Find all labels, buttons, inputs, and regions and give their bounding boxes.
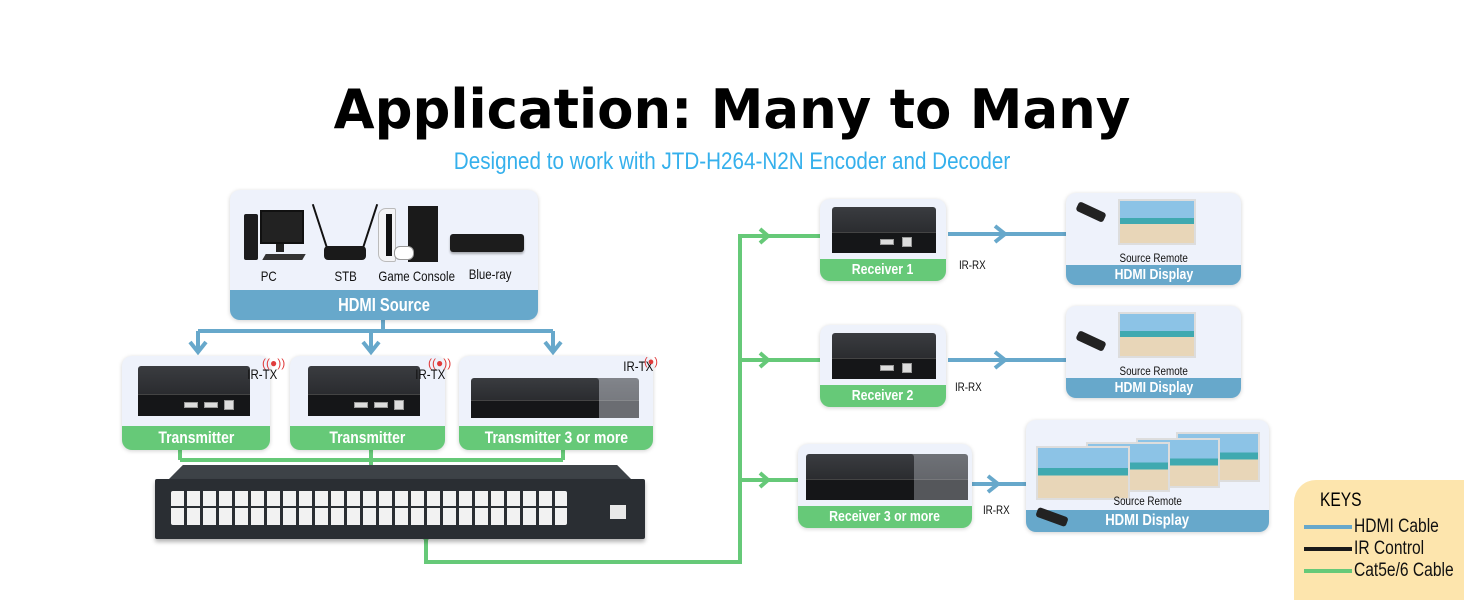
transmitter-card-2: Transmitter (290, 356, 445, 450)
hdmi-cable-swatch (1304, 525, 1352, 529)
transmitter-label: Transmitter (122, 426, 270, 450)
decoder-device-icon (854, 454, 914, 500)
keys-title: KEYS (1320, 490, 1362, 511)
hdmi-source-label: HDMI Source (230, 290, 538, 320)
receiver-label: Receiver 2 (820, 385, 946, 407)
decoder-device-icon (832, 207, 936, 253)
transmitter-label: Transmitter 3 or more (459, 426, 653, 450)
keys-legend: KEYS HDMI Cable IR Control Cat5e/6 Cable (1294, 480, 1464, 600)
tv-screen-icon (1118, 312, 1196, 358)
bluray-player-icon (450, 234, 524, 252)
source-remote-label: Source Remote (1119, 251, 1188, 265)
hdmi-source-card: PC STB Game Console Blue-ray HDMI Source (230, 190, 538, 320)
receiver-label: Receiver 1 (820, 259, 946, 281)
encoder-device-icon (471, 378, 565, 418)
ir-tx-label: IR-TX (415, 366, 446, 382)
display-card-3: Source Remote HDMI Display (1026, 420, 1269, 532)
tv-screen-icon (1118, 199, 1196, 245)
ir-rx-label: IR-RX (954, 380, 982, 394)
remote-icon (1075, 330, 1107, 352)
network-switch-icon (155, 465, 645, 541)
decoder-device-icon (832, 333, 936, 379)
key-ir-control: IR Control (1304, 538, 1464, 560)
hdmi-cable-rx-to-display (948, 224, 1066, 494)
hdmi-arrow-tx2 (361, 340, 381, 356)
cat-cable-swatch (1304, 569, 1352, 573)
hdmi-arrow-tx1 (188, 340, 208, 356)
ir-rx-label: IR-RX (958, 258, 986, 272)
display-card-1: Source Remote HDMI Display (1066, 193, 1241, 285)
source-device-label: PC (261, 268, 277, 284)
source-device-label: STB (334, 268, 358, 284)
source-remote-label: Source Remote (1113, 494, 1182, 508)
desktop-pc-icon (244, 210, 306, 262)
receiver-card-1: Receiver 1 (820, 199, 946, 281)
transmitter-label: Transmitter (290, 426, 445, 450)
ir-emitter-icon: ((●)) (428, 356, 452, 370)
source-device-label: Blue-ray (468, 266, 512, 282)
source-remote-label: Source Remote (1119, 364, 1188, 378)
encoder-device-icon (138, 366, 250, 416)
router-stb-icon (311, 202, 379, 262)
page-title: Application: Many to Many (333, 78, 1131, 141)
encoder-device-icon (589, 378, 639, 418)
receiver-card-3: Receiver 3 or more (798, 444, 972, 528)
transmitter-card-1: Transmitter (122, 356, 270, 450)
key-cat-cable: Cat5e/6 Cable (1304, 560, 1464, 582)
ir-tx-label: IR-TX (247, 366, 278, 382)
ir-control-swatch (1304, 547, 1352, 551)
receiver-card-2: Receiver 2 (820, 325, 946, 407)
hdmi-cable-source-to-tx (188, 320, 563, 356)
decoder-device-icon (902, 454, 968, 500)
encoder-device-icon (308, 366, 420, 416)
hdmi-display-label: HDMI Display (1026, 510, 1269, 532)
remote-icon (1075, 201, 1107, 223)
display-card-2: Source Remote HDMI Display (1066, 306, 1241, 398)
ir-tx-label: IR-TX (623, 358, 654, 374)
game-console-icon (378, 206, 444, 264)
receiver-label: Receiver 3 or more (798, 506, 972, 528)
source-device-label: Game Console (378, 268, 455, 284)
transmitter-card-3: Transmitter 3 or more (459, 356, 653, 450)
ir-emitter-icon: (●) (644, 356, 658, 368)
hdmi-display-label: HDMI Display (1066, 378, 1241, 398)
page-subtitle: Designed to work with JTD-H264-N2N Encod… (453, 148, 1011, 175)
ir-emitter-icon: ((●)) (262, 356, 286, 370)
ir-rx-label: IR-RX (982, 503, 1010, 517)
key-hdmi-cable: HDMI Cable (1304, 516, 1464, 538)
hdmi-display-label: HDMI Display (1066, 265, 1241, 285)
tv-screen-icon (1036, 446, 1130, 500)
hdmi-arrow-tx3 (543, 340, 563, 356)
